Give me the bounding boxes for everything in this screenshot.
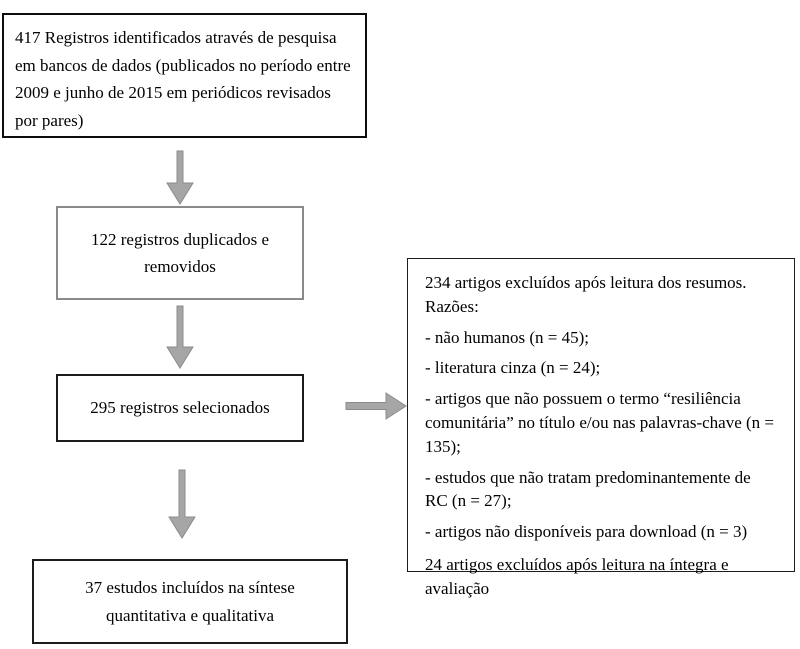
excluded-reason-item: - artigos que não possuem o termo “resil… (425, 389, 774, 456)
flow-box-excluded: 234 artigos excluídos após leitura dos r… (407, 258, 795, 598)
excluded-reason-item: - estudos que não tratam predominantemen… (425, 467, 751, 511)
flow-box-identified: 417 Registros identificados através de p… (2, 13, 367, 138)
flow-box-duplicates-removed: 122 registros duplicados e removidos (56, 206, 304, 300)
arrow-down-icon-3 (168, 469, 196, 539)
flow-box-identified-text: 417 Registros identificados através de p… (15, 28, 351, 130)
arrow-down-icon-1 (166, 150, 194, 205)
excluded-reason-item: - artigos não disponíveis para download … (425, 522, 748, 542)
flow-box-included-text: 37 estudos incluídos na síntese quantita… (85, 578, 295, 625)
arrow-right-icon (345, 392, 407, 420)
excluded-reason-item: - literatura cinza (n = 24); (425, 358, 601, 378)
excluded-footer-text: 24 artigos excluídos após leitura na ínt… (425, 554, 729, 598)
arrow-down-icon-2 (166, 305, 194, 369)
excluded-reason-item: - não humanos (n = 45); (425, 327, 589, 347)
flow-box-selected: 295 registros selecionados (56, 374, 304, 442)
excluded-reasons-label: Razões: (425, 296, 479, 316)
flow-box-selected-text: 295 registros selecionados (90, 398, 270, 418)
flow-box-included: 37 estudos incluídos na síntese quantita… (32, 559, 348, 644)
excluded-title: 234 artigos excluídos após leitura dos r… (425, 273, 747, 292)
flow-box-duplicates-removed-text: 122 registros duplicados e removidos (91, 229, 269, 276)
